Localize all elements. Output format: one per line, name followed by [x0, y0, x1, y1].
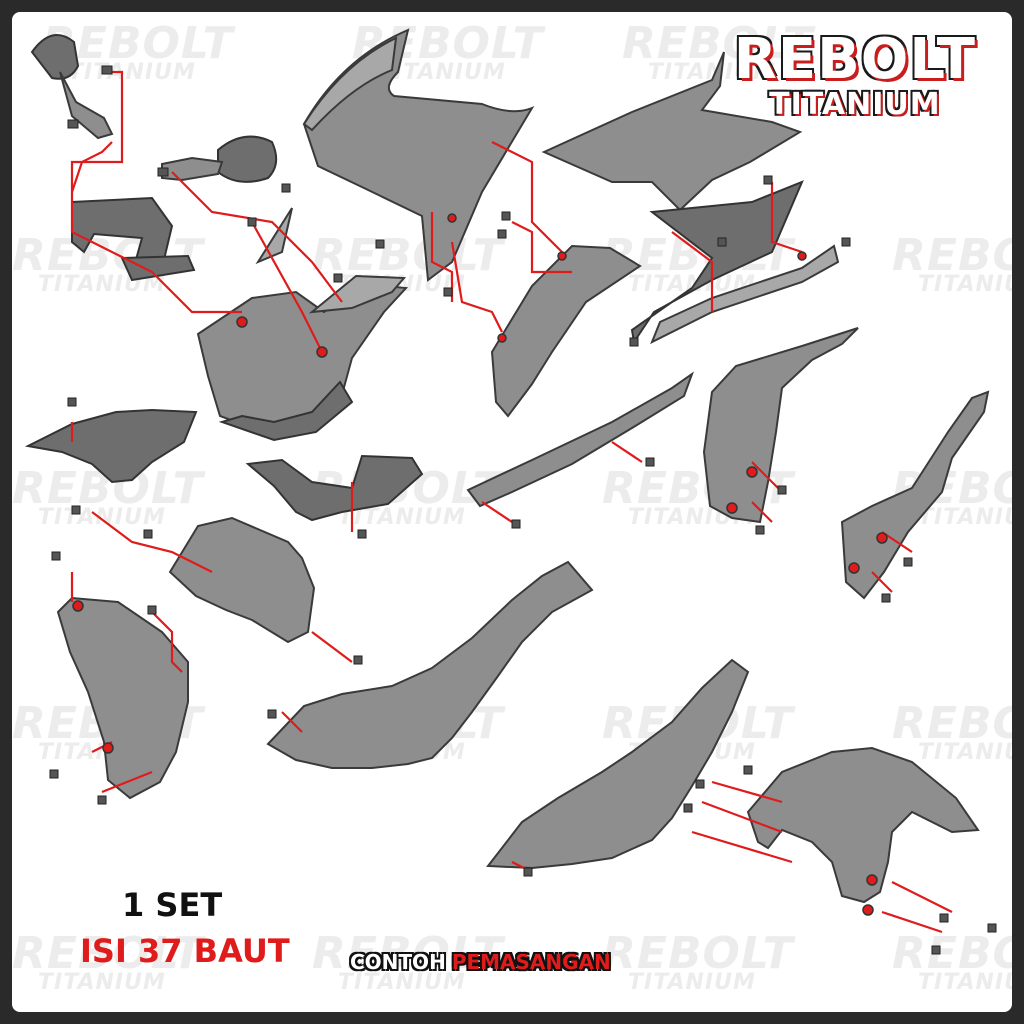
brand-subtitle: TITANIUM — [769, 87, 941, 122]
set-label: 1 SET — [122, 886, 223, 924]
front-fairing-part — [196, 207, 409, 442]
chin-spoiler-part — [168, 516, 316, 644]
fairing-parts-diagram — [24, 28, 997, 955]
tail-section-part — [541, 51, 840, 345]
front-fender-part — [746, 746, 980, 904]
inner-panel-left-part — [24, 408, 198, 484]
hugger-part — [840, 390, 990, 600]
caption-part-2: PEMASANGAN — [451, 950, 611, 974]
lower-fairing-left-part — [56, 596, 189, 800]
mirror-right-part — [161, 135, 278, 183]
installation-guide-lines — [70, 70, 953, 934]
brand-name: REBOLT — [733, 27, 976, 92]
mirror-left-part — [30, 33, 114, 140]
upper-cowl-part — [302, 28, 535, 282]
brand-logo: REBOLT TITANIUM — [734, 32, 976, 120]
bracket-part — [71, 196, 196, 282]
bolts — [49, 65, 997, 955]
lower-fairing-right-part — [486, 658, 750, 870]
rear-side-cover-part — [702, 327, 859, 524]
inner-panel-center-part — [245, 454, 424, 522]
caption-part-1: CONTOH — [350, 950, 446, 974]
mounting-holes — [72, 213, 888, 916]
side-rail-part — [466, 371, 695, 508]
bolt-count-label: ISI 37 BAUT — [80, 932, 290, 970]
belly-pan-part — [266, 560, 594, 769]
